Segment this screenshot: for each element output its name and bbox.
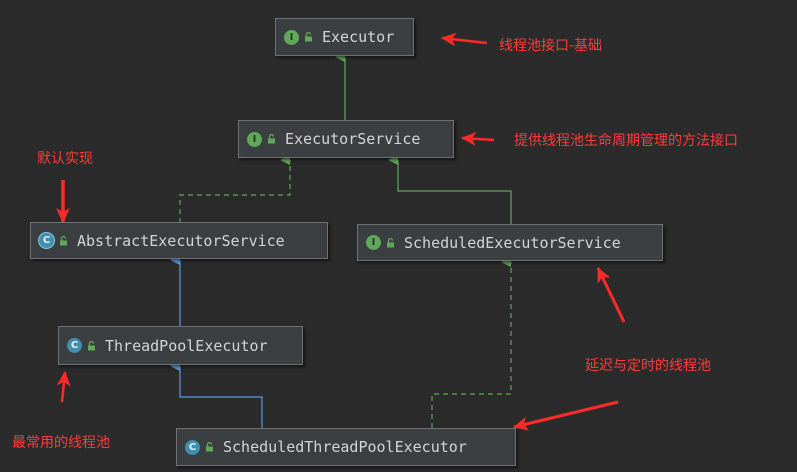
unlock-icon bbox=[60, 235, 67, 245]
annotation-scheduled: 延迟与定时的线程池 bbox=[585, 358, 711, 374]
edge-scheduledservice-to-executorservice bbox=[388, 155, 512, 225]
interface-icon: I bbox=[284, 29, 299, 45]
annotation-common: 最常用的线程池 bbox=[12, 435, 110, 451]
edge-scheduledthreadpool-to-threadpool bbox=[170, 361, 263, 428]
node-label: ScheduledExecutorService bbox=[404, 233, 621, 252]
node-label: ScheduledThreadPoolExecutor bbox=[223, 438, 467, 456]
abstract-class-icon: C bbox=[39, 233, 54, 248]
annotation-executor-service: 提供线程池生命周期管理的方法接口 bbox=[514, 133, 738, 149]
unlock-icon bbox=[88, 340, 95, 350]
class-node-scheduled-executor-service[interactable]: I ScheduledExecutorService bbox=[357, 224, 663, 261]
interface-icon: I bbox=[247, 131, 262, 147]
arrow-scheduled-threadpool bbox=[513, 400, 619, 431]
class-node-thread-pool-executor[interactable]: C ThreadPoolExecutor bbox=[58, 326, 303, 365]
class-icon: C bbox=[67, 338, 82, 353]
edges-layer bbox=[170, 52, 512, 428]
arrow-common bbox=[56, 371, 71, 403]
arrow-executorservice-note bbox=[461, 131, 495, 146]
node-label: ThreadPoolExecutor bbox=[105, 336, 268, 355]
interface-icon: I bbox=[366, 235, 381, 250]
node-label: Executor bbox=[322, 28, 395, 46]
edge-scheduledthreadpool-to-scheduledservice bbox=[431, 257, 512, 428]
annotation-default-impl: 默认实现 bbox=[37, 151, 93, 167]
annotation-arrows bbox=[56, 32, 626, 431]
class-node-abstract-executor-service[interactable]: C AbstractExecutorService bbox=[30, 222, 328, 259]
annotation-executor: 线程池接口-基础 bbox=[499, 38, 603, 54]
node-label: AbstractExecutorService bbox=[77, 231, 285, 250]
arrow-executor-note bbox=[441, 32, 488, 47]
edge-abstract-to-executorservice bbox=[179, 155, 291, 223]
unlock-icon bbox=[268, 134, 275, 144]
unlock-icon bbox=[305, 32, 312, 42]
unlock-icon bbox=[206, 442, 213, 452]
arrow-scheduled-service bbox=[596, 267, 626, 323]
node-label: ExecutorService bbox=[285, 130, 421, 148]
class-node-scheduled-thread-pool-executor[interactable]: C ScheduledThreadPoolExecutor bbox=[176, 428, 516, 466]
unlock-icon bbox=[387, 237, 394, 247]
class-node-executor-service[interactable]: I ExecutorService bbox=[238, 120, 454, 158]
class-node-executor[interactable]: I Executor bbox=[275, 18, 414, 56]
class-icon: C bbox=[185, 439, 200, 455]
